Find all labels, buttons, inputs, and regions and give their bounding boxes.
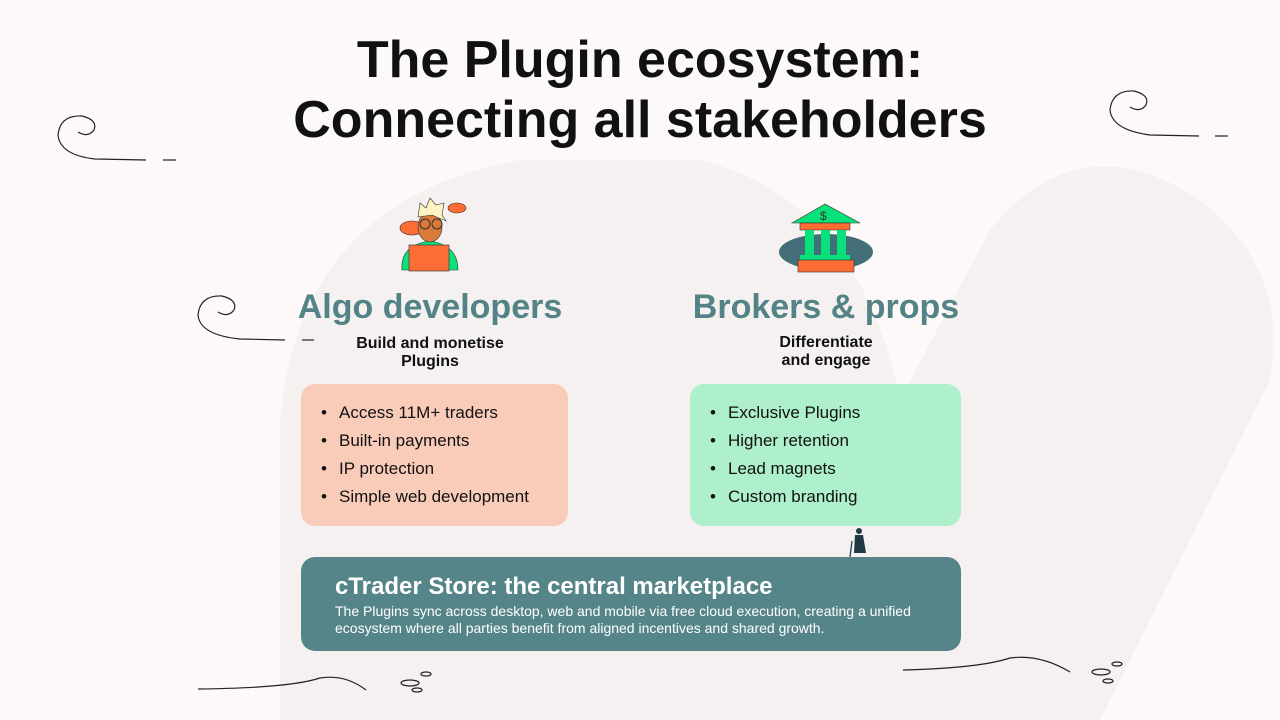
- store-description: The Plugins sync across desktop, web and…: [335, 603, 911, 636]
- list-item: Custom branding: [710, 483, 961, 511]
- list-item: Access 11M+ traders: [321, 399, 568, 427]
- brokers-subtitle: Differentiate and engage: [779, 334, 873, 369]
- list-item: Exclusive Plugins: [710, 399, 961, 427]
- list-item: Higher retention: [710, 427, 961, 455]
- bank-illustration-icon: $: [779, 203, 873, 273]
- algo-developers-benefits: Access 11M+ traders Built-in payments IP…: [301, 384, 568, 526]
- algo-developers-subtitle: Build and monetise Plugins: [356, 335, 504, 370]
- ctrader-store-panel: cTrader Store: the central marketplace T…: [301, 557, 961, 651]
- developer-illustration-icon: [399, 197, 467, 272]
- svg-text:$: $: [820, 209, 827, 223]
- list-item: Lead magnets: [710, 455, 961, 483]
- person-figure-icon: [849, 528, 866, 558]
- page-title: The Plugin ecosystem: Connecting all sta…: [293, 31, 987, 149]
- list-item: IP protection: [321, 455, 568, 483]
- brokers-benefits: Exclusive Plugins Higher retention Lead …: [690, 384, 961, 526]
- store-title: cTrader Store: the central marketplace: [335, 573, 773, 600]
- list-item: Simple web development: [321, 483, 568, 511]
- algo-developers-heading: Algo developers: [297, 288, 563, 326]
- brokers-heading: Brokers & props: [692, 288, 960, 326]
- list-item: Built-in payments: [321, 427, 568, 455]
